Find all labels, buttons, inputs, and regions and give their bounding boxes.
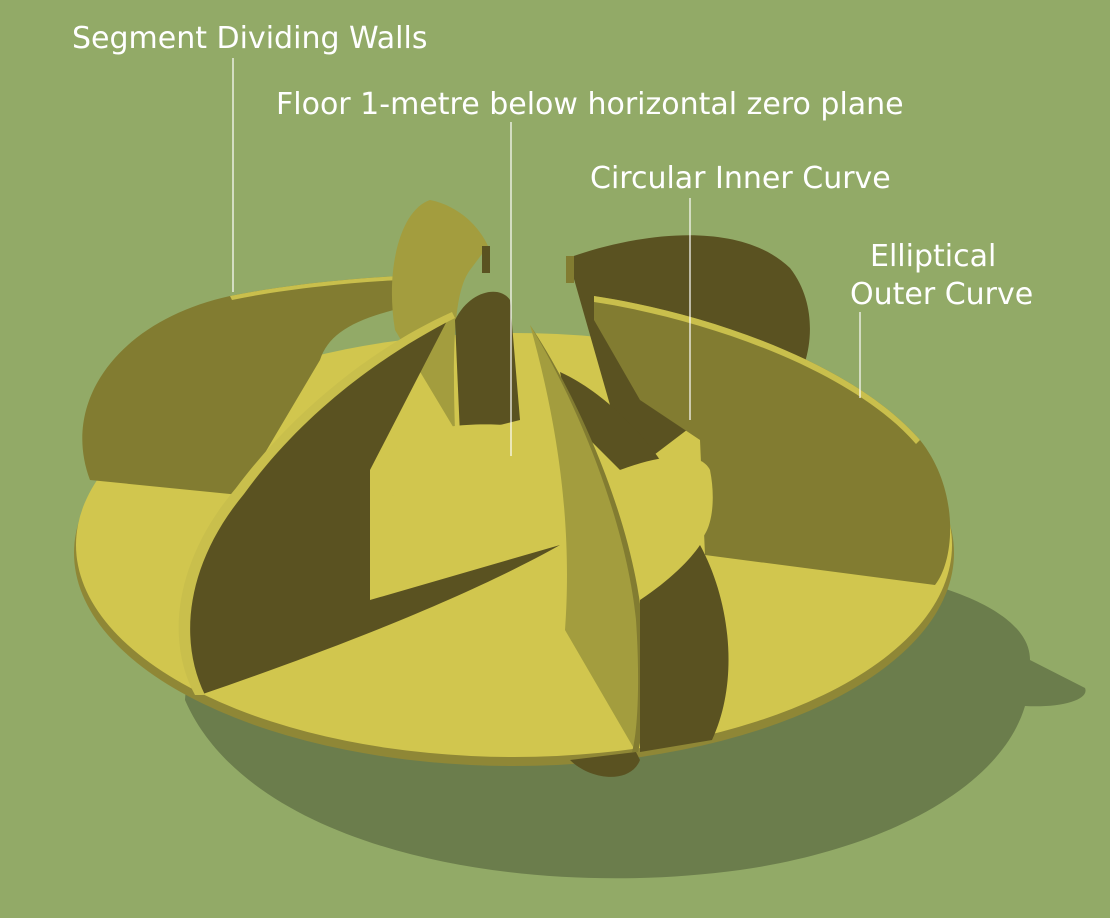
wall-left-back-top bbox=[230, 275, 428, 300]
wall-back-fin bbox=[391, 200, 488, 430]
wall-left-front-rim bbox=[178, 312, 455, 695]
label-outer-curve-line1: Elliptical bbox=[870, 239, 997, 274]
label-outer-curve-line2: Outer Curve bbox=[850, 277, 1034, 312]
wall-right-back-cap bbox=[566, 256, 574, 283]
label-floor: Floor 1-metre below horizontal zero plan… bbox=[276, 87, 904, 122]
floor-inner-right bbox=[620, 456, 713, 545]
wall-center-right bbox=[560, 372, 660, 470]
label-inner-curve: Circular Inner Curve bbox=[590, 161, 891, 196]
wall-right-large bbox=[594, 296, 951, 585]
wall-front-right-dark bbox=[640, 545, 729, 752]
wall-center-back bbox=[455, 291, 520, 435]
wall-left-front-dark bbox=[183, 315, 560, 695]
label-segment-walls: Segment Dividing Walls bbox=[72, 21, 428, 56]
wall-front-fin-edge bbox=[530, 325, 645, 752]
floor-inner-upper bbox=[380, 424, 560, 485]
wall-front-fin bbox=[530, 325, 643, 752]
floor-inner-left bbox=[364, 489, 565, 600]
wall-back-fin-cap bbox=[482, 246, 490, 273]
wall-front-lobe bbox=[570, 752, 640, 777]
wall-left-back bbox=[82, 275, 428, 495]
